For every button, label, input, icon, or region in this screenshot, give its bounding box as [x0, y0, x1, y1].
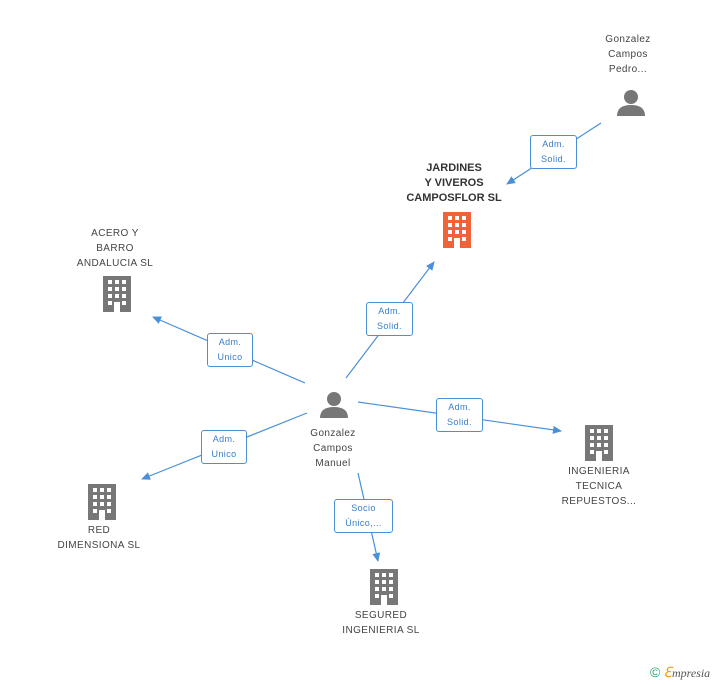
person-icon [617, 90, 645, 116]
node-acero-y-barro-andalucia[interactable]: ACERO Y BARRO ANDALUCIA SL [62, 226, 168, 271]
building-icon [88, 484, 116, 520]
badge-manuel-segured[interactable]: Socio Único,... [334, 499, 393, 533]
footer-brand: ©ℇmpresia [650, 664, 710, 682]
building-icon [585, 425, 613, 461]
badge-manuel-jardines[interactable]: Adm. Solid. [366, 302, 413, 336]
node-label: SEGURED INGENIERIA SL [342, 610, 420, 636]
node-ingenieria-tecnica-repuestos[interactable]: INGENIERIA TECNICA REPUESTOS... [550, 464, 648, 509]
node-segured-ingenieria[interactable]: SEGURED INGENIERIA SL [330, 608, 432, 638]
building-icon [103, 276, 131, 312]
node-label: Gonzalez Campos Pedro... [605, 34, 651, 75]
node-label: INGENIERIA TECNICA REPUESTOS... [561, 466, 637, 507]
node-label: Gonzalez Campos Manuel [310, 428, 356, 469]
node-label: JARDINES Y VIVEROS CAMPOSFLOR SL [406, 162, 502, 204]
badge-manuel-ingenieria[interactable]: Adm. Solid. [436, 398, 483, 432]
node-gonzalez-campos-manuel[interactable]: Gonzalez Campos Manuel [288, 426, 378, 471]
badge-manuel-acero[interactable]: Adm. Unico [207, 333, 253, 367]
brand-logo-letter: ℇ [663, 666, 672, 681]
building-icon [370, 569, 398, 605]
node-red-dimensiona[interactable]: RED DIMENSIONA SL [46, 523, 152, 553]
badge-pedro-jardines[interactable]: Adm. Solid. [530, 135, 577, 169]
building-icon-highlight [443, 212, 471, 248]
node-label: ACERO Y BARRO ANDALUCIA SL [76, 228, 154, 269]
person-icon [320, 392, 348, 418]
brand-name: mpresia [671, 666, 711, 680]
node-label: RED DIMENSIONA SL [57, 525, 141, 551]
node-jardines-y-viveros-camposflor[interactable]: JARDINES Y VIVEROS CAMPOSFLOR SL [395, 161, 513, 206]
node-gonzalez-campos-pedro[interactable]: Gonzalez Campos Pedro... [580, 32, 676, 77]
badge-manuel-red[interactable]: Adm. Unico [201, 430, 247, 464]
copyright-symbol: © [650, 664, 661, 680]
